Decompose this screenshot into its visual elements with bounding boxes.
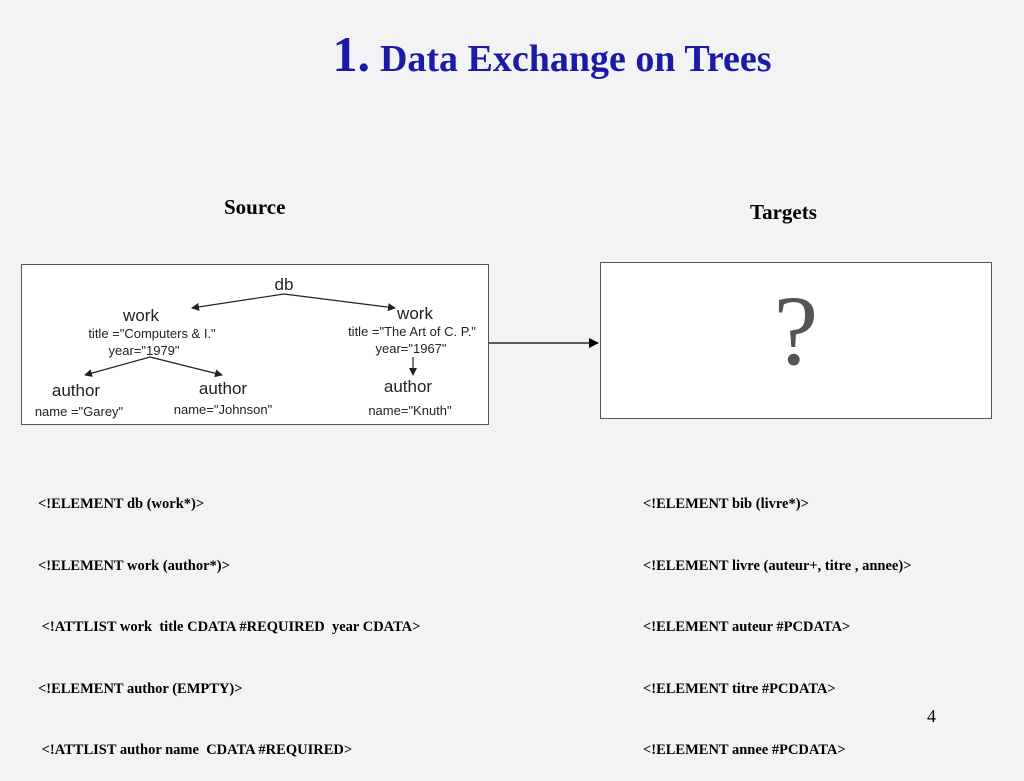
node-author1: author xyxy=(52,381,101,400)
node-author3: author xyxy=(384,377,433,396)
page-number: 4 xyxy=(927,706,936,726)
source-dtd-line: <!ATTLIST author name CDATA #REQUIRED> xyxy=(38,742,353,758)
source-label: Source xyxy=(224,195,286,219)
target-dtd-line: <!ELEMENT titre #PCDATA> xyxy=(643,680,836,697)
title-number: 1. xyxy=(332,26,370,82)
node-work1-year: year="1979" xyxy=(108,343,179,358)
target-dtd-line: <!ELEMENT annee #PCDATA> xyxy=(643,742,846,758)
edge-work1-author1 xyxy=(84,356,151,377)
node-work2-title: title ="The Art of C. P." xyxy=(348,324,476,339)
source-dtd: <!ELEMENT db (work*)> <!ELEMENT work (au… xyxy=(38,453,420,781)
edge-db-work1 xyxy=(191,293,285,311)
targets-label: Targets xyxy=(750,200,817,224)
source-dtd-line: <!ELEMENT db (work*)> xyxy=(38,496,205,512)
source-dtd-line: <!ATTLIST work title CDATA #REQUIRED yea… xyxy=(38,619,421,635)
node-author2: author xyxy=(199,379,248,398)
edge-work1-author2 xyxy=(149,356,223,378)
node-db: db xyxy=(275,275,294,294)
source-tree-diagram: db work title ="Computers & I." year="19… xyxy=(35,275,476,419)
node-author1-name: name ="Garey" xyxy=(35,404,124,419)
target-dtd-line: <!ELEMENT livre (auteur+, titre , annee)… xyxy=(643,557,912,574)
node-author3-name: name="Knuth" xyxy=(368,403,452,418)
node-work1: work xyxy=(122,306,159,325)
target-box: ? xyxy=(600,262,992,419)
slide-title: 1.Data Exchange on Trees xyxy=(0,24,1024,89)
source-dtd-line: <!ELEMENT work (author*)> xyxy=(38,557,230,574)
node-work2-year: year="1967" xyxy=(375,341,446,356)
node-work1-title: title ="Computers & I." xyxy=(88,326,216,341)
source-tree-box: db work title ="Computers & I." year="19… xyxy=(21,264,489,425)
node-author2-name: name="Johnson" xyxy=(174,402,273,417)
target-dtd-line: <!ELEMENT auteur #PCDATA> xyxy=(643,619,851,635)
unknown-target-placeholder: ? xyxy=(773,275,819,386)
source-dtd-line: <!ELEMENT author (EMPTY)> xyxy=(38,680,243,697)
node-work2: work xyxy=(396,304,433,323)
edge-db-work2 xyxy=(283,293,396,312)
target-dtd: <!ELEMENT bib (livre*)> <!ELEMENT livre … xyxy=(643,453,911,781)
target-dtd-line: <!ELEMENT bib (livre*)> xyxy=(643,496,809,512)
title-text: Data Exchange on Trees xyxy=(379,38,772,80)
